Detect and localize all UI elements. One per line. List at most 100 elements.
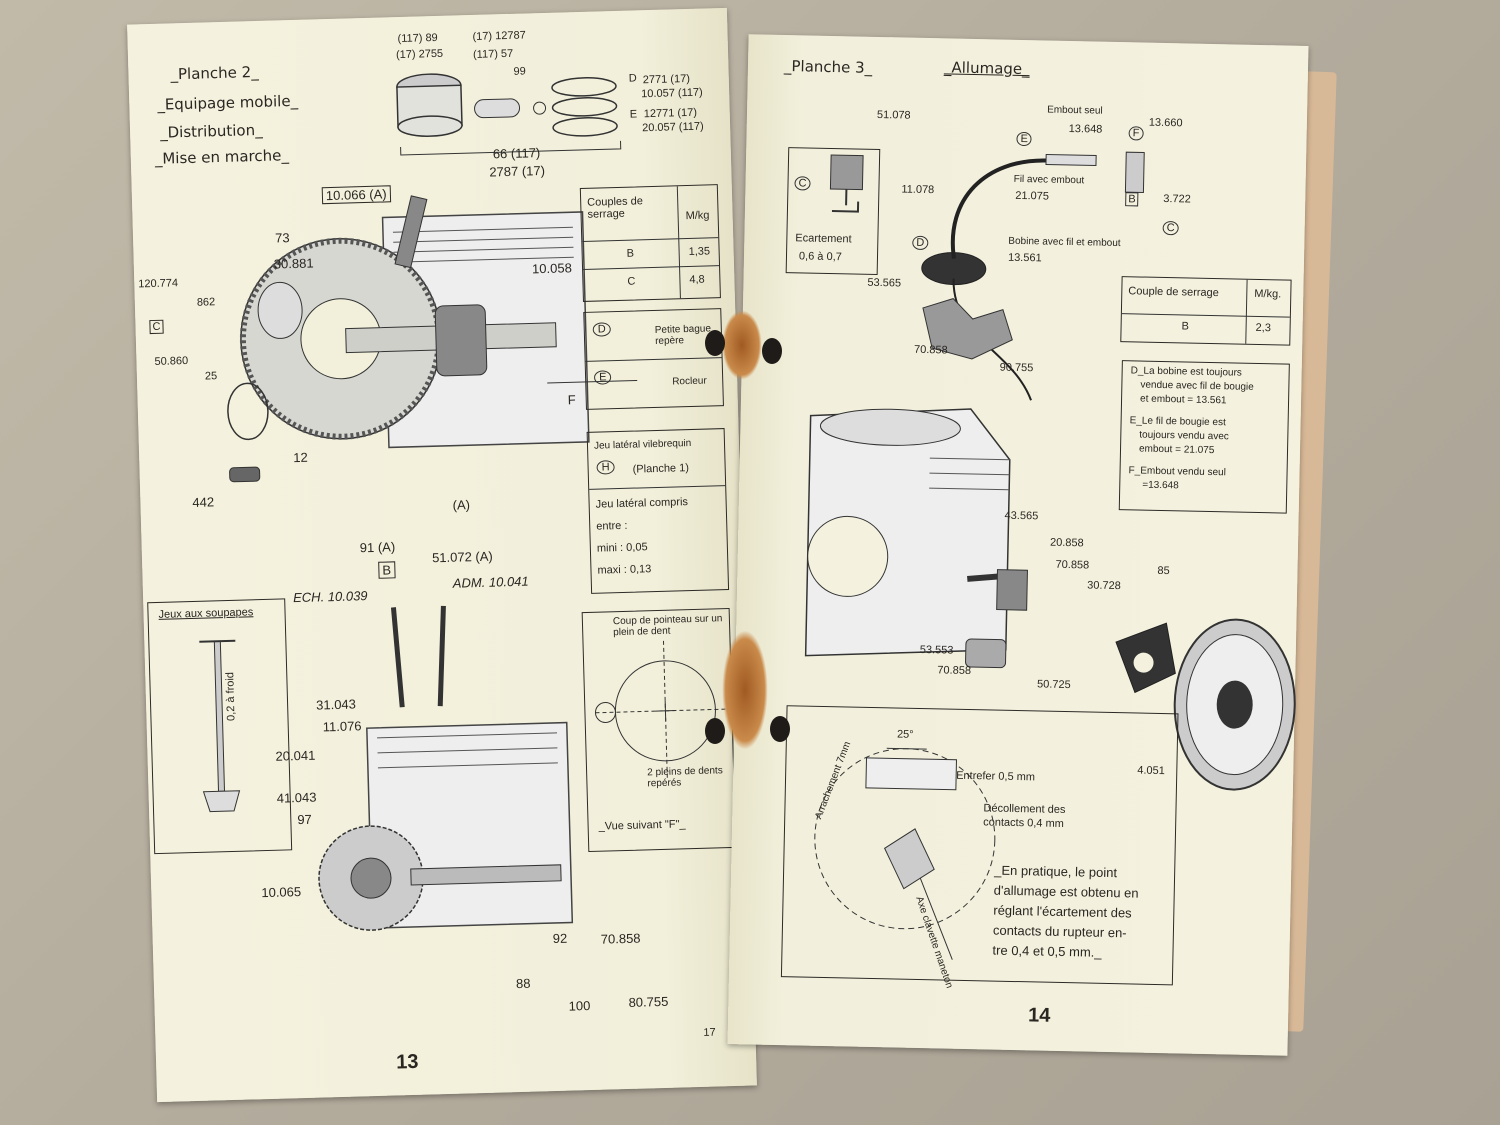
torque-row-2-value: 4,8 <box>689 273 705 286</box>
valve-clearance-value: 0,2 à froid <box>224 671 238 722</box>
ref-117-57: (117) 57 <box>472 47 514 61</box>
ref-11076: 11.076 <box>322 718 362 735</box>
torque-header: Couples de serrage <box>587 195 644 221</box>
timing-note-4: contacts du rupteur en- <box>992 922 1127 941</box>
ref-51078: 51.078 <box>876 108 911 122</box>
valve-clearance-box: Jeux aux soupapes 0,2 à froid <box>147 598 293 855</box>
coil-letter-c: C <box>1162 220 1179 236</box>
ref-120774: 120.774 <box>138 277 179 291</box>
end-play-line4: entre : <box>596 519 628 533</box>
ref-conrod: 10.066 (A) <box>321 185 391 205</box>
recoil-starter-drawing <box>227 382 269 483</box>
ref-12771: 12771 (17) <box>643 106 698 121</box>
ref-17-2755: (17) 2755 <box>395 47 444 62</box>
note-line-8: =13.648 <box>1142 479 1179 492</box>
notes-box: D_La bobine est toujours vendue avec fil… <box>1118 360 1290 514</box>
title-line-4: _Mise en marche_ <box>154 146 290 168</box>
ref-70858-b: 70.858 <box>1055 558 1090 572</box>
ref-70858-c: 70.858 <box>937 664 972 678</box>
torque-unit: M/kg <box>685 209 710 223</box>
right-subtitle: _Allumage_ <box>943 58 1030 79</box>
embout-seul: Embout seul <box>1047 104 1103 117</box>
letter-e-ring: E <box>629 108 638 121</box>
right-title: _Planche 3_ <box>783 56 873 77</box>
timing-note-5: tre 0,4 et 0,5 mm._ <box>992 942 1102 960</box>
ref-10065: 10.065 <box>261 884 302 901</box>
end-play-maxi: maxi : 0,13 <box>597 563 652 577</box>
timing-note-1: _En pratique, le point <box>994 862 1118 881</box>
ref-2771: 2771 (17) <box>642 72 691 87</box>
crankshaft-drawing <box>239 211 638 449</box>
camshaft-drawing <box>318 605 574 931</box>
timing-decollement-1: Décollement des <box>983 802 1066 817</box>
end-play-line3: Jeu latéral compris <box>595 496 689 511</box>
ref-442: 442 <box>192 494 215 510</box>
fil-avec-embout: Fil avec embout <box>1013 173 1085 187</box>
end-play-line1: Jeu latéral vilebrequin <box>593 437 692 452</box>
right-torque-header: Couple de serrage <box>1128 285 1219 300</box>
ref-53553: 53.553 <box>919 643 954 657</box>
ref-25: 25 <box>204 370 218 383</box>
ref-97: 97 <box>297 811 313 828</box>
rust-stain-bottom <box>722 630 768 750</box>
torque-table: Couples de serrage M/kg B 1,35 C 4,8 <box>579 184 721 302</box>
right-torque-unit: M/kg. <box>1254 287 1282 301</box>
right-torque-table: Couple de serrage M/kg. B 2,3 <box>1120 276 1292 346</box>
marks-letter-e: E <box>593 370 612 385</box>
binding-hole-right-bottom <box>770 716 790 742</box>
binding-hole-left-top <box>705 330 725 356</box>
gap-value: 0,6 à 0,7 <box>798 250 842 264</box>
label-c: C <box>149 319 164 335</box>
coil-letter-d: D <box>912 235 929 251</box>
view-f-caption: _Vue suivant "F"_ <box>598 818 686 833</box>
note-line-6: embout = 21.075 <box>1138 443 1215 457</box>
torque-row-2-key: C <box>627 275 636 288</box>
note-line-7: F_Embout vendu seul <box>1128 465 1226 479</box>
corner-mark: 17 <box>703 1026 716 1039</box>
right-page: _Planche 3_ _Allumage_ C Ecartement 0,6 … <box>727 34 1309 1056</box>
ref-10057: 10.057 (117) <box>641 86 703 101</box>
ref-70858: 70.858 <box>600 930 641 947</box>
left-page: _Planche 2_ _Equipage mobile_ _Distribut… <box>127 7 757 1103</box>
timing-note-3: réglant l'écartement des <box>993 902 1132 921</box>
timing-angle: 25° <box>896 728 914 741</box>
ref-11078: 11.078 <box>901 183 935 197</box>
note-line-4: E_Le fil de bougie est <box>1129 415 1226 429</box>
end-play-mini: mini : 0,05 <box>596 541 648 555</box>
label-a: (A) <box>452 497 471 513</box>
label-b: B <box>378 561 396 579</box>
torque-row-1-value: 1,35 <box>688 245 711 258</box>
ref-10058: 10.058 <box>531 260 573 277</box>
points-drawing <box>922 298 1013 360</box>
marks-e-text: Rocleur <box>672 375 707 388</box>
end-play-letter-h: H <box>596 460 615 475</box>
rust-stain-top <box>722 310 762 380</box>
ref-2787: 2787 (17) <box>489 162 546 180</box>
view-f-top-text: Coup de pointeau sur un plein de dent <box>612 613 723 639</box>
note-line-5: toujours vendu avec <box>1139 429 1229 443</box>
plug-tip-drawing <box>829 154 864 213</box>
page-number-14: 14 <box>1027 1004 1051 1027</box>
ref-862: 862 <box>196 296 216 309</box>
ref-20858: 20.858 <box>1049 536 1084 550</box>
end-play-box: Jeu latéral vilebrequin H (Planche 1) Je… <box>586 428 730 594</box>
end-play-line2: (Planche 1) <box>632 462 690 476</box>
letter-d-ring: D <box>628 72 637 85</box>
title-line-2: _Equipage mobile_ <box>157 91 299 114</box>
ref-13648: 13.648 <box>1068 122 1103 136</box>
ref-20041: 20.041 <box>275 747 316 764</box>
ref-91: 91 (A) <box>359 539 396 556</box>
piston-drawing <box>396 73 622 156</box>
binding-hole-left-bottom <box>705 718 725 744</box>
ref-88: 88 <box>515 975 531 992</box>
ref-ech: ECH. 10.039 <box>292 588 368 606</box>
ref-85: 85 <box>1157 564 1170 578</box>
marks-box: D Petite bague repère E Rocleur <box>583 308 724 410</box>
ref-13660: 13.660 <box>1148 116 1183 130</box>
right-torque-row-key: B <box>1181 320 1190 333</box>
ref-31043: 31.043 <box>315 696 357 713</box>
label-f: F <box>567 392 576 408</box>
right-torque-row-value: 2,3 <box>1255 321 1272 335</box>
timing-decollement-2: contacts 0,4 mm <box>983 816 1064 831</box>
ref-53565: 53.565 <box>867 276 902 290</box>
